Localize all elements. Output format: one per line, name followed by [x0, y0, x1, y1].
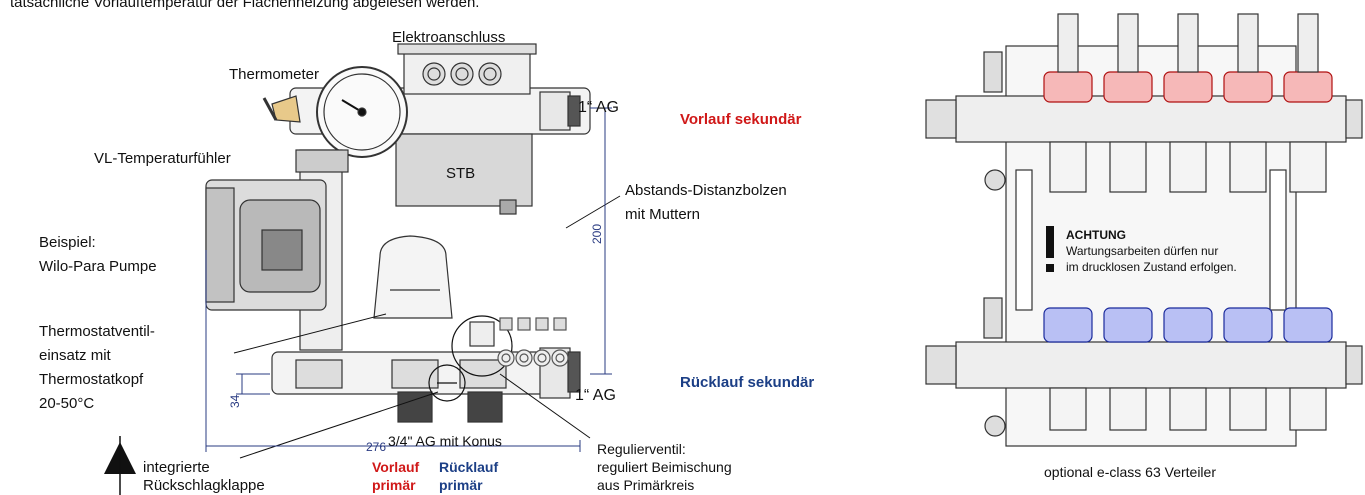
check-valve-marker: [428, 364, 466, 402]
manifold-caption: optional e-class 63 Verteiler: [1044, 464, 1216, 480]
label-ruecklauf-sekundaer: Rücklauf sekundär: [680, 374, 815, 391]
thermostat-head: [373, 235, 453, 319]
label-ag-top: 1“ AG: [578, 99, 619, 116]
warning-line-2: im drucklosen Zustand erfolgen.: [1066, 260, 1237, 274]
label-abstands-1: Abstands-Distanzbolzen: [625, 182, 787, 199]
label-ag-bottom: 1“ AG: [575, 387, 616, 404]
warning-exclamation-icon: [1046, 226, 1054, 272]
regulator-marker: [451, 315, 513, 377]
label-regulier-2: reguliert Beimischung: [597, 459, 732, 475]
label-thermostat-3: Thermostatkopf: [39, 371, 144, 388]
label-regulier-3: aus Primärkreis: [597, 477, 695, 493]
label-konus: 3/4" AG mit Konus: [388, 433, 502, 449]
label-thermostat-2: einsatz mit: [39, 347, 111, 364]
dimension-width: 276: [366, 440, 387, 454]
label-vorlauf-primaer-1: Vorlauf: [372, 459, 420, 475]
label-thermometer: Thermometer: [229, 66, 320, 83]
spacer-bolts: [497, 317, 569, 367]
blue-valve-caps: [1043, 307, 1333, 343]
label-vl-temperaturfuehler: VL-Temperaturfühler: [94, 150, 231, 167]
label-ruecklauf-primaer-1: Rücklauf: [439, 459, 499, 475]
dimension-offset: 34: [228, 394, 242, 408]
label-elektroanschluss: Elektroanschluss: [392, 29, 506, 46]
red-valve-caps: [1043, 71, 1333, 103]
label-rueckschlag-2: Rückschlagklappe: [143, 477, 265, 494]
manifold-bottom-bar: [955, 341, 1347, 389]
label-vorlauf-sekundaer: Vorlauf sekundär: [680, 111, 802, 128]
label-beispiel-1: Beispiel:: [39, 234, 96, 251]
label-regulier-1: Regulierventil:: [597, 441, 686, 457]
label-vorlauf-primaer-2: primär: [372, 477, 416, 493]
label-abstands-2: mit Muttern: [625, 206, 701, 223]
label-stb: STB: [446, 165, 476, 182]
manifold-top-bar: [955, 95, 1347, 143]
warning-title: ACHTUNG: [1066, 228, 1126, 242]
dimension-height: 200: [590, 223, 604, 244]
stb-box: [395, 133, 533, 207]
warning-line-1: Wartungsarbeiten dürfen nur: [1066, 244, 1219, 258]
label-thermostat-4: 20-50°C: [39, 395, 95, 412]
intro-text: tatsächliche Vorlauftemperatur der Fläch…: [10, 0, 480, 11]
label-ruecklauf-primaer-2: primär: [439, 477, 483, 493]
label-thermostat-1: Thermostatventil-: [39, 323, 155, 340]
label-rueckschlag-1: integrierte: [143, 459, 210, 476]
label-beispiel-2: Wilo-Para Pumpe: [39, 258, 157, 275]
